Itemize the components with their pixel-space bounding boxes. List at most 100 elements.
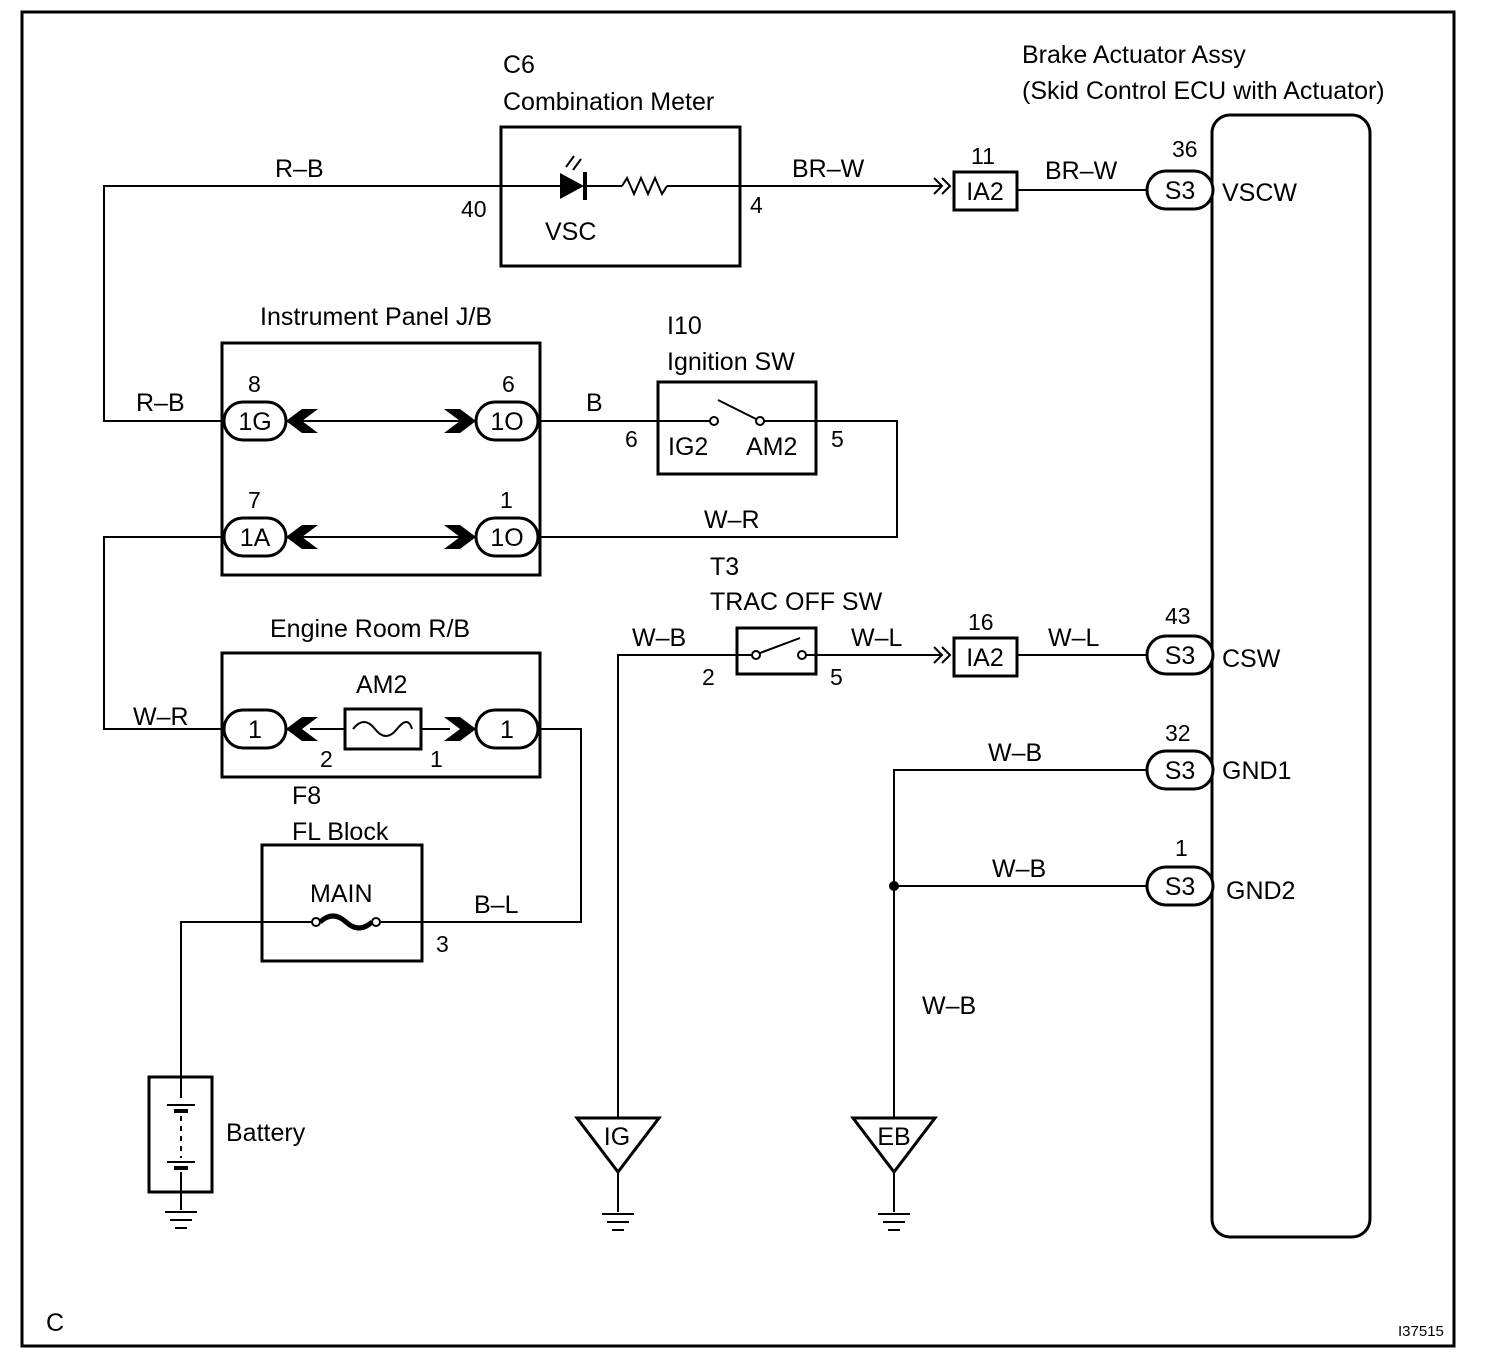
ia2-mid-box <box>952 636 1019 678</box>
engine-rb-right-pill <box>474 708 540 750</box>
actuator-box <box>1210 113 1372 1239</box>
ground-triangle-icon <box>849 1116 939 1175</box>
engine-rb-right-label: 1 <box>500 716 514 744</box>
ipjb-1g-label: 1G <box>238 408 271 436</box>
ground-ig-label: IG <box>604 1123 630 1151</box>
meter-code: C6 <box>503 51 535 79</box>
switch-lever-icon <box>759 637 801 654</box>
meter-name: Combination Meter <box>503 88 714 116</box>
ipjb-title: Instrument Panel J/B <box>260 303 492 331</box>
battery-label: Battery <box>226 1119 306 1147</box>
wire-wr-left <box>103 536 222 730</box>
ignition-code: I10 <box>667 312 702 340</box>
fl-block-pin: 3 <box>436 931 449 957</box>
meter-box <box>499 125 742 268</box>
vsc-lamp-label: VSC <box>545 218 596 246</box>
actuator-signal-vscw: VSCW <box>1222 179 1297 207</box>
ipjb-1o-top-pin: 6 <box>502 371 515 397</box>
connector-arrow-icon <box>444 717 476 741</box>
ia2-top-box <box>952 170 1019 212</box>
ground-ig: IG <box>573 1116 663 1231</box>
ipjb-1o-top-pill <box>474 400 540 442</box>
engine-room-rb: Engine Room R/B 1 AM2 1 2 1 <box>220 615 542 779</box>
ia2-top-pin: 11 <box>971 143 995 169</box>
connector-arrow-icon <box>286 409 318 433</box>
ground-eb: EB <box>849 1116 939 1231</box>
ipjb-1o-bot-label: 1O <box>490 524 523 552</box>
wire-label-wb-eb: W–B <box>922 992 976 1020</box>
switch-lever-icon <box>717 399 757 420</box>
ground-icon <box>878 1213 910 1231</box>
wire-label-wb-trac: W–B <box>632 624 686 652</box>
wire-label-wl-2: W–L <box>1048 624 1100 652</box>
fl-block-name: FL Block <box>292 818 389 846</box>
actuator-pin-num: 36 <box>1172 136 1198 162</box>
actuator-pin-num: 43 <box>1165 603 1191 629</box>
trac-box <box>735 626 818 676</box>
fuse-am2-box <box>343 707 423 751</box>
wire-label-wl-1: W–L <box>851 624 903 652</box>
actuator-pin-num: 1 <box>1175 835 1188 861</box>
ipjb-1a-pin: 7 <box>248 487 261 513</box>
ia2-mid-label: IA2 <box>966 644 1004 672</box>
ignition-box <box>656 380 818 476</box>
fl-block-box <box>260 843 424 963</box>
actuator-conn-label: S3 <box>1165 177 1196 205</box>
ground-triangle-icon <box>573 1116 663 1175</box>
actuator-conn-pill <box>1145 634 1215 676</box>
ground-icon <box>602 1213 634 1231</box>
wire-wb-gnd1 <box>893 769 1147 1118</box>
wire-rb <box>103 185 501 422</box>
actuator-title-2: (Skid Control ECU with Actuator) <box>1022 77 1385 105</box>
ipjb-1o-top-label: 1O <box>490 408 523 436</box>
actuator-signal-csw: CSW <box>1222 645 1281 673</box>
wire-label-wr-left: W–R <box>133 703 189 731</box>
resistor-icon <box>621 175 668 197</box>
switch-contact-icon <box>709 416 719 426</box>
wire-wr-mid <box>540 420 898 538</box>
wire-bl <box>422 728 582 923</box>
ipjb-1g-pin: 8 <box>248 371 261 397</box>
ground-icon <box>165 1211 197 1229</box>
switch-contact-icon <box>797 650 807 660</box>
ipjb-box <box>220 341 542 577</box>
light-rays-icon <box>565 155 582 171</box>
ipjb-1o-bot-pin: 1 <box>500 487 513 513</box>
wire-label-brw-2: BR–W <box>1045 157 1118 185</box>
connector-arrow-icon <box>933 646 944 664</box>
actuator-signal-gnd1: GND1 <box>1222 757 1291 785</box>
wire-label-rb-top: R–B <box>275 155 324 183</box>
connector-ia2-mid: 16 IA2 <box>933 609 1019 678</box>
battery: Battery <box>147 1075 306 1210</box>
connector-arrow-icon <box>941 646 952 664</box>
actuator-title-1: Brake Actuator Assy <box>1022 41 1246 69</box>
trac-pin-left: 2 <box>702 664 715 690</box>
wire-label-rb-left: R–B <box>136 389 185 417</box>
trac-name: TRAC OFF SW <box>710 588 883 616</box>
engine-rb-box <box>220 651 542 779</box>
engine-rb-fuse-label: AM2 <box>356 671 407 699</box>
combination-meter: C6 Combination Meter VSC 40 4 <box>461 51 763 268</box>
connector-arrow-icon <box>444 409 476 433</box>
connector-arrow-icon <box>286 717 318 741</box>
switch-contact-icon <box>751 650 761 660</box>
ipjb-1o-bot-pill <box>474 516 540 558</box>
ia2-top-label: IA2 <box>966 178 1004 206</box>
fuse-icon <box>352 721 413 737</box>
ignition-pin-left: 6 <box>625 426 638 452</box>
splice-point <box>889 881 899 891</box>
connector-arrow-icon <box>444 525 476 549</box>
engine-rb-pin-left: 2 <box>320 746 333 772</box>
meter-pin-out: 4 <box>750 192 763 218</box>
fl-block: F8 FL Block MAIN 3 <box>260 782 449 963</box>
meter-pin-in: 40 <box>461 196 487 222</box>
ignition-name: Ignition SW <box>667 348 795 376</box>
engine-rb-pin-right: 1 <box>430 746 443 772</box>
engine-rb-title: Engine Room R/B <box>270 615 470 643</box>
actuator-conn-label: S3 <box>1165 873 1196 901</box>
diagram-frame <box>20 10 1456 1348</box>
fl-block-fuse-label: MAIN <box>310 880 373 908</box>
switch-contact-icon <box>755 416 765 426</box>
connector-ia2-top: 11 IA2 <box>933 143 1019 212</box>
